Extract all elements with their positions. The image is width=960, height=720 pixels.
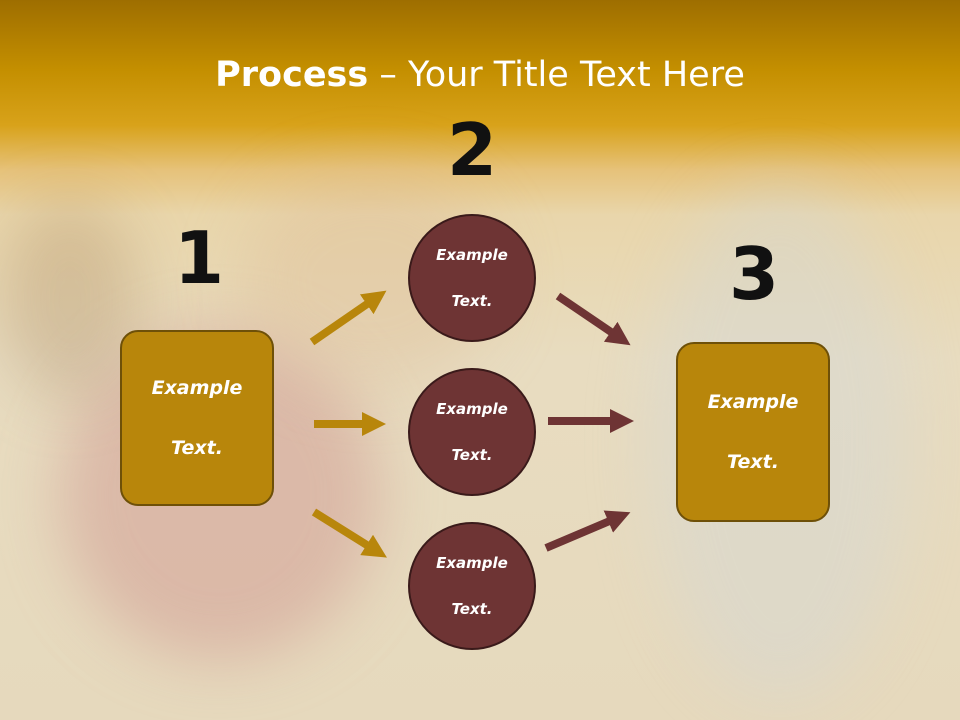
circle-top-line2: Text.: [451, 291, 493, 310]
left-box-line2: Text.: [171, 437, 223, 459]
circle-bottom-line2: Text.: [451, 599, 493, 618]
step-number-2: 2: [446, 108, 498, 192]
circle-middle-line1: Example: [436, 399, 508, 418]
right-box-line2: Text.: [727, 451, 779, 473]
title-bold: Process: [215, 55, 369, 95]
circle-bottom-line1: Example: [436, 553, 508, 572]
step-number-1: 1: [173, 216, 225, 300]
title-rest: – Your Title Text Here: [368, 55, 745, 95]
arrow-to-circle-bottom: [311, 508, 387, 558]
photo-tone: [0, 200, 140, 400]
right-box-line1: Example: [707, 391, 799, 413]
arrow-to-circle-top: [309, 290, 387, 346]
left-box-line1: Example: [151, 377, 243, 399]
arrow-from-circle-bottom: [544, 510, 631, 552]
circle-top-line1: Example: [436, 245, 508, 264]
step-number-3: 3: [728, 232, 780, 316]
circle-middle-line2: Text.: [451, 445, 493, 464]
slide-title: Process – Your Title Text Here: [0, 52, 960, 98]
arrow-from-circle-top: [555, 292, 631, 346]
